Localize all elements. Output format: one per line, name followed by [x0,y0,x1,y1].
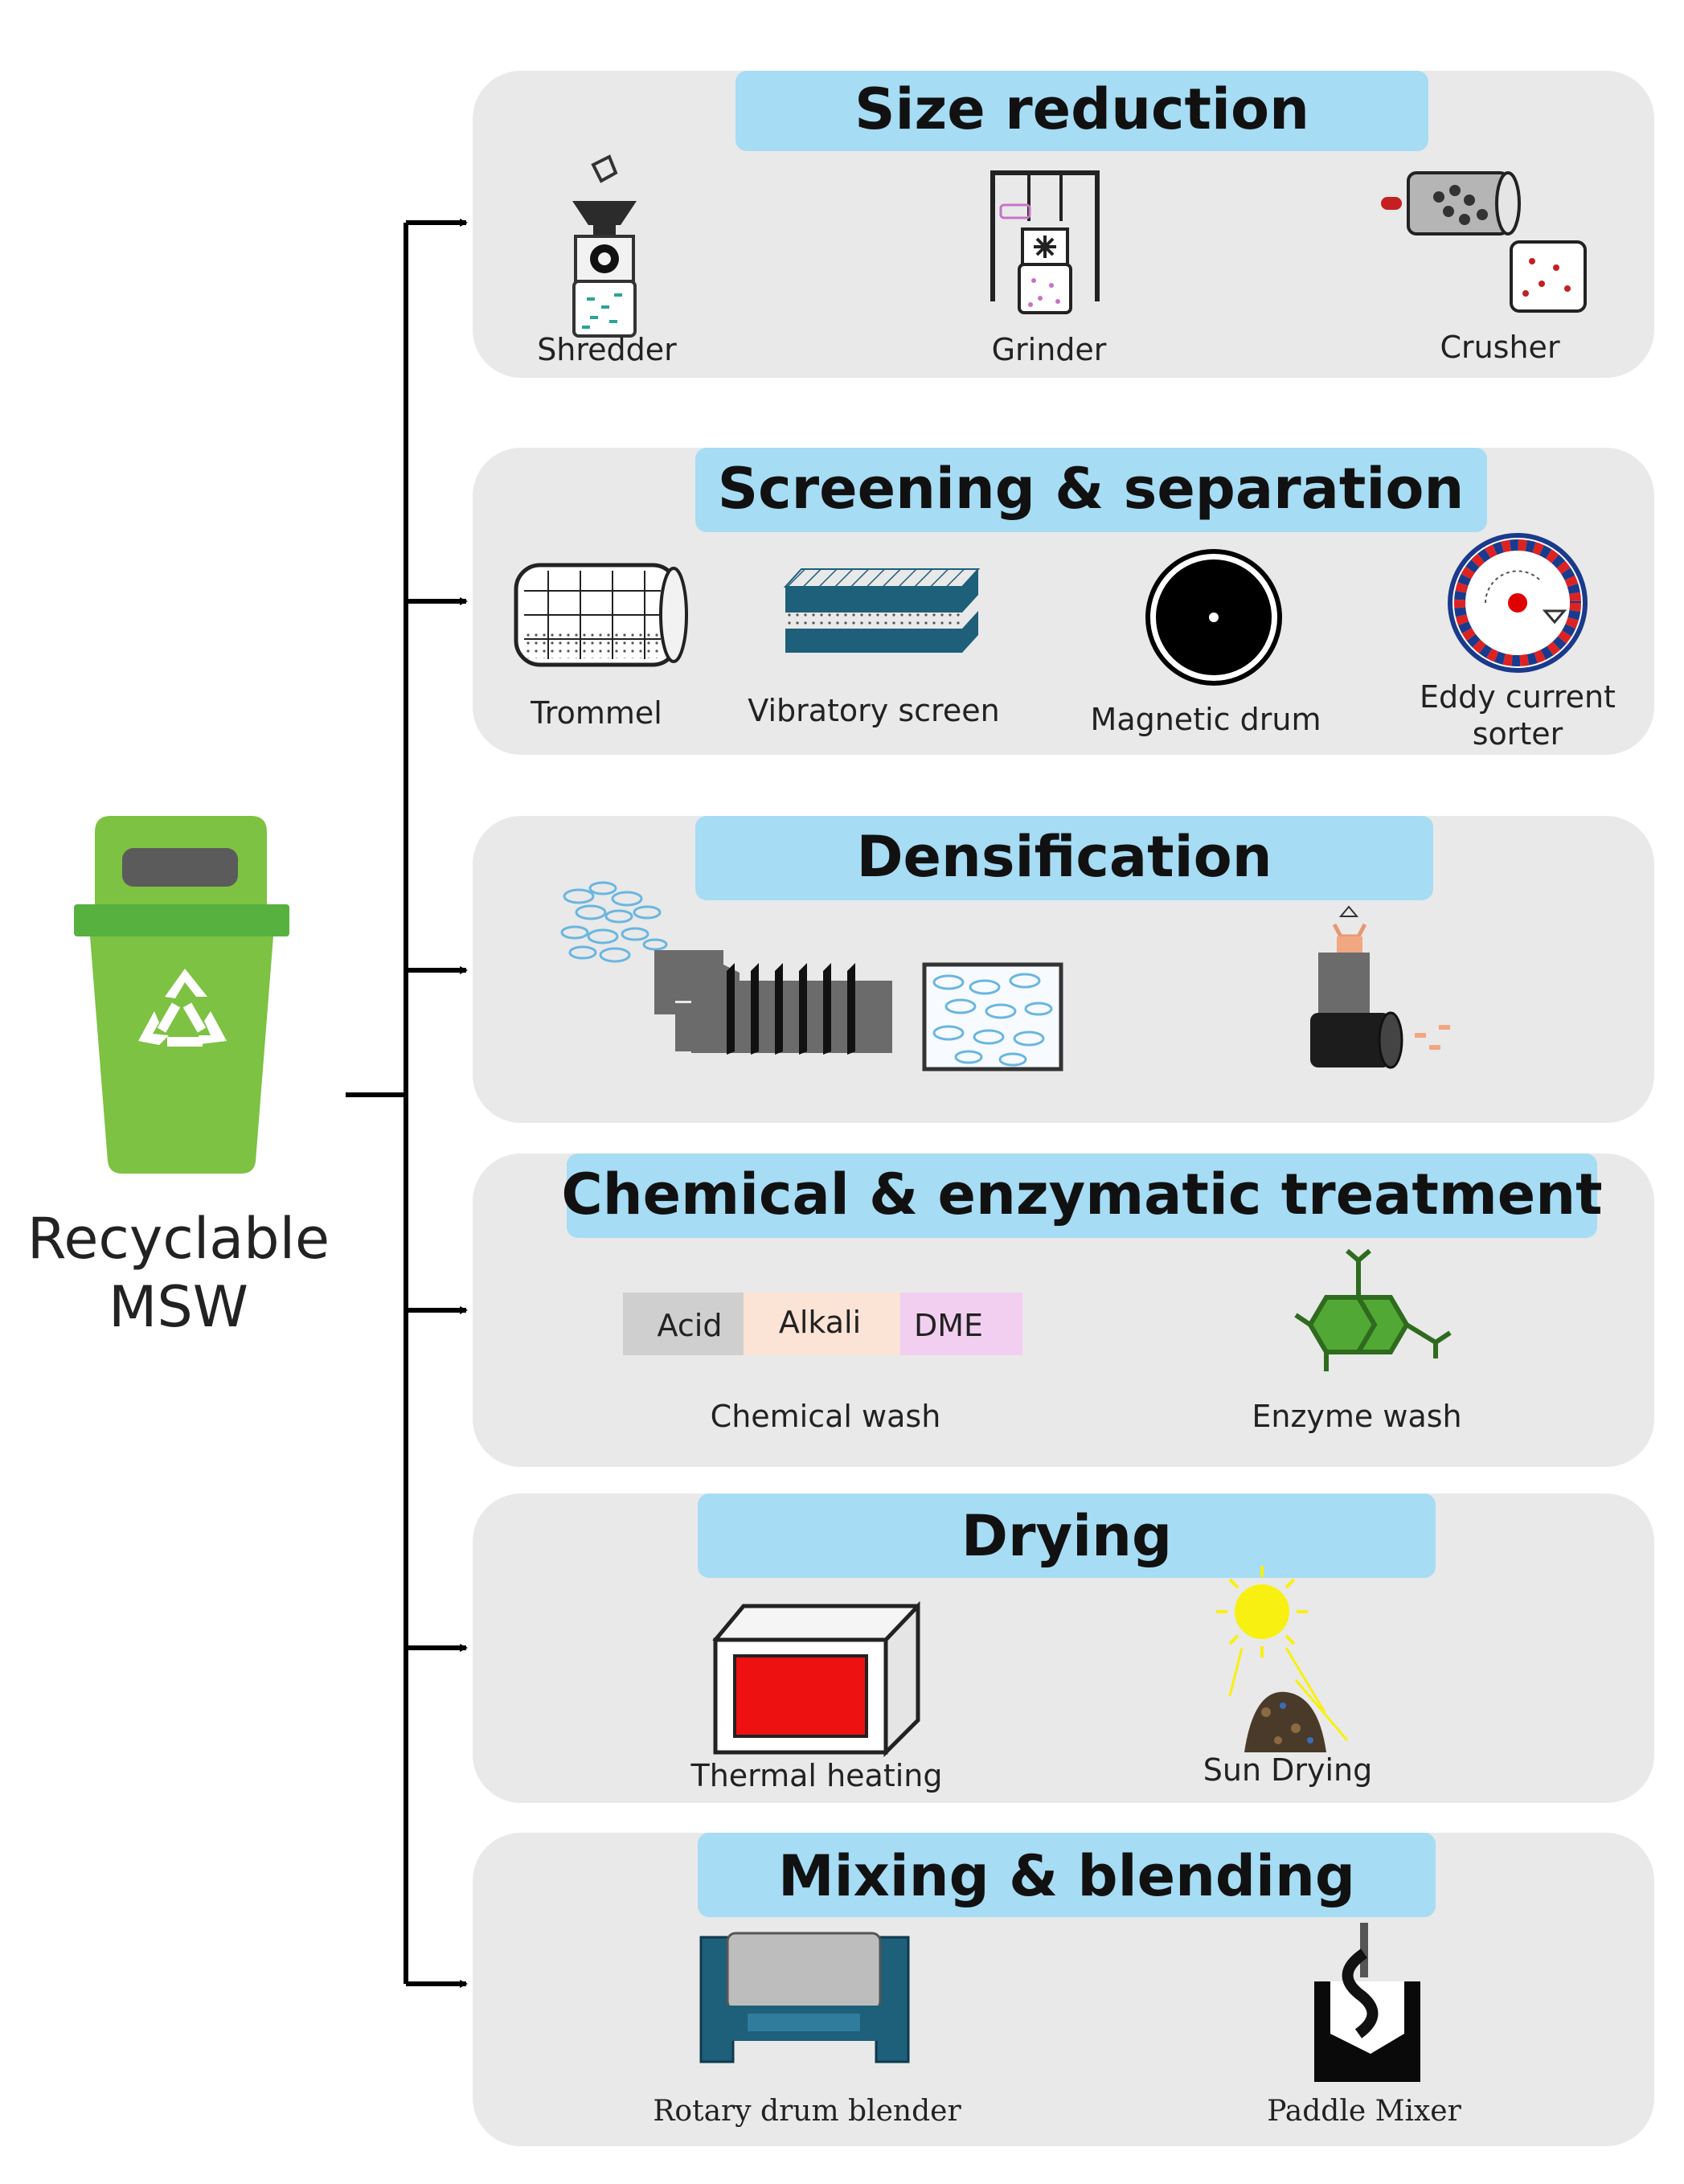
panel-title-bg [695,448,1487,532]
item-label-eddy-current-sorter-line2: sorter [1473,716,1563,752]
chip-acid: Acid [658,1308,723,1343]
item-label-magnetic-drum: Magnetic drum [1091,702,1321,737]
panel-title-bg [735,71,1428,151]
rotary-drum-blender-icon [699,1932,910,2063]
item-label-paddle-mixer: Paddle Mixer [1267,2095,1461,2128]
item-label-grinder: Grinder [992,332,1107,367]
panel-title: Screening & separation [718,456,1465,522]
sun-icon [1216,1566,1349,1752]
item-label-sun-drying: Sun Drying [1203,1752,1373,1788]
source-label-line1: Recyclable [27,1206,330,1272]
panel-drying: Drying Thermal heating Sun Drying [473,1494,1654,1803]
panel-screening-separation: Screening & separation Trommel Vibratory… [473,448,1654,755]
trommel-icon [514,563,688,667]
connector-tree [346,219,468,1988]
item-label-thermal-heating: Thermal heating [690,1758,943,1793]
recycle-bin-icon [74,816,289,1174]
vibratory-screen-icon [783,568,981,653]
panel-title-bg [695,816,1433,900]
item-label-rotary-drum-blender: Rotary drum blender [653,2095,961,2128]
crusher-icon [1381,171,1587,313]
chip-acid-bg [623,1293,744,1355]
briquetter-icon [1310,905,1450,1069]
source-label-line2: MSW [109,1274,248,1340]
item-label-vibratory-screen: Vibratory screen [748,693,999,728]
pelletizer-icon [560,881,1063,1072]
item-label-trommel: Trommel [530,695,662,731]
feedstock-flakes [560,881,668,963]
panel-size-reduction: Size reduction Shredder Grinder [473,71,1654,378]
enzyme-molecule-icon [1294,1248,1452,1371]
magnetic-drum-icon [1145,549,1282,686]
paddle-mixer-icon [1314,1923,1420,2082]
chemical-wash-icon: Acid Alkali DME [623,1293,1022,1355]
shredder-icon [572,154,637,338]
panel-title-bg [698,1833,1436,1917]
panel-title: Chemical & enzymatic treatment [561,1162,1602,1227]
item-label-shredder: Shredder [537,332,677,367]
panel-title: Size reduction [854,76,1309,142]
eddy-current-sorter-icon [1448,533,1588,673]
item-label-chemical-wash: Chemical wash [711,1399,941,1434]
recycle-symbol-icon [138,969,227,1047]
panel-title: Densification [856,824,1272,890]
panel-title: Mixing & blending [778,1843,1355,1909]
panel-mixing-blending: Mixing & blending Rotary drum blender Pa… [473,1833,1654,2146]
item-label-crusher: Crusher [1440,330,1560,365]
panel-densification: Densification [473,816,1654,1123]
panel-title-bg [567,1153,1597,1238]
chip-dme-bg [900,1293,1022,1355]
item-label-enzyme-wash: Enzyme wash [1252,1399,1461,1434]
chip-dme: DME [914,1308,983,1343]
panel-title-bg [698,1494,1436,1578]
grinder-icon [990,170,1100,314]
chip-alkali-bg [744,1293,900,1355]
oven-icon [712,1600,920,1758]
panel-chemical-enzymatic: Chemical & enzymatic treatment Acid Alka… [473,1153,1654,1467]
item-label-eddy-current-sorter-line1: Eddy current [1420,679,1616,715]
chip-alkali: Alkali [779,1305,861,1340]
panel-title: Drying [961,1503,1172,1569]
